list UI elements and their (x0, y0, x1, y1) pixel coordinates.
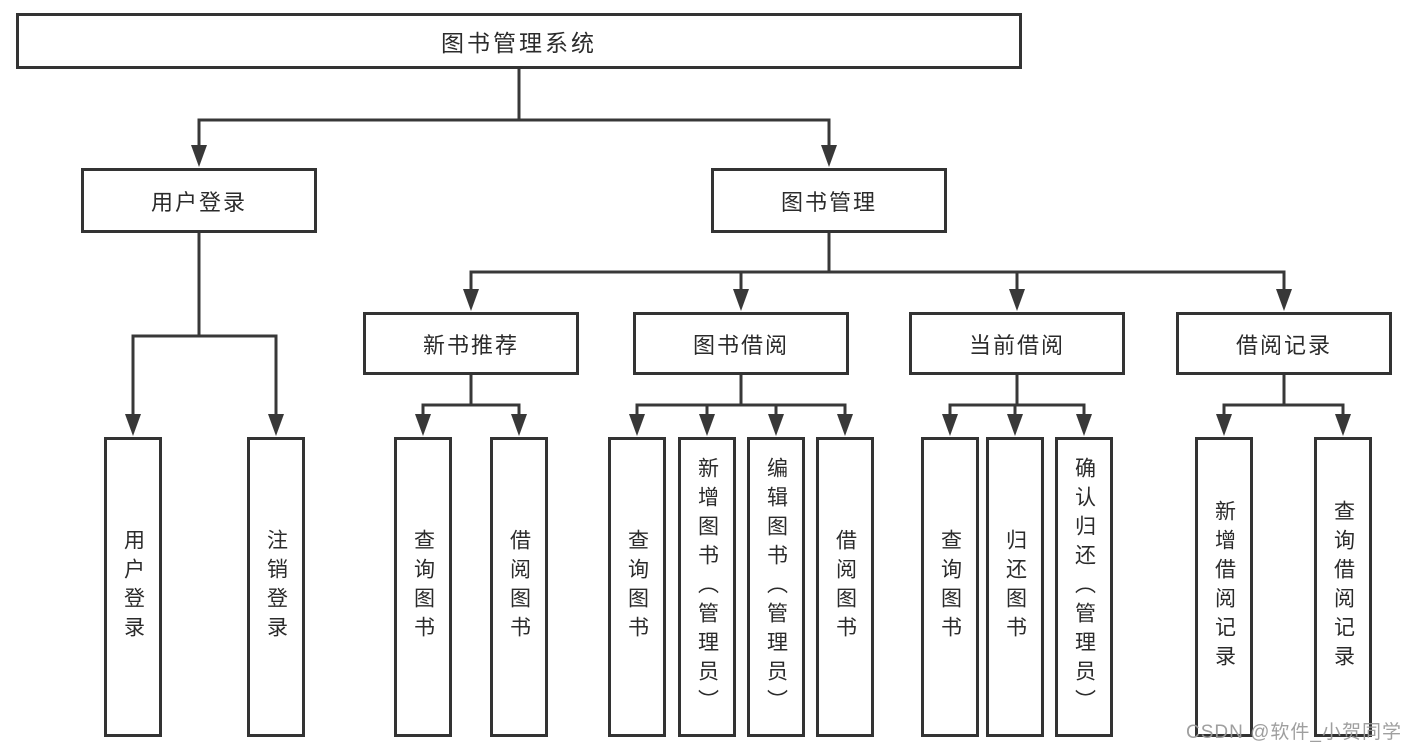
node-leaf-logout-label: 注销登录 (264, 529, 288, 645)
node-leaf-return-book: 归还图书 (986, 437, 1044, 737)
node-leaf-borrow-books-recommend-label: 借阅图书 (507, 529, 531, 645)
node-leaf-logout: 注销登录 (247, 437, 305, 737)
node-leaf-borrow-books-borrowing: 借阅图书 (816, 437, 874, 737)
node-leaf-query-books-current-label: 查询图书 (938, 529, 962, 645)
node-leaf-query-books-recommend-label: 查询图书 (411, 529, 435, 645)
node-leaf-borrow-books-recommend: 借阅图书 (490, 437, 548, 737)
node-leaf-query-books-borrowing: 查询图书 (608, 437, 666, 737)
arrowheads (125, 145, 1351, 436)
node-new-book-recommendation-label: 新书推荐 (422, 332, 519, 358)
node-leaf-query-books-recommend: 查询图书 (394, 437, 452, 737)
node-book-borrowing-label: 图书借阅 (692, 332, 789, 358)
node-leaf-add-book-admin: 新增图书（管理员） (678, 437, 736, 737)
node-current-borrowing-label: 当前借阅 (968, 332, 1065, 358)
node-leaf-add-borrow-record: 新增借阅记录 (1195, 437, 1253, 737)
node-leaf-confirm-return-admin-label: 确认归还（管理员） (1072, 456, 1096, 718)
node-leaf-add-borrow-record-label: 新增借阅记录 (1212, 500, 1236, 674)
node-current-borrowing: 当前借阅 (909, 312, 1125, 375)
node-leaf-return-book-label: 归还图书 (1003, 529, 1027, 645)
node-leaf-query-books-borrowing-label: 查询图书 (625, 529, 649, 645)
node-leaf-confirm-return-admin: 确认归还（管理员） (1055, 437, 1113, 737)
node-new-book-recommendation: 新书推荐 (363, 312, 579, 375)
node-book-management-label: 图书管理 (780, 189, 877, 215)
node-book-management: 图书管理 (711, 168, 947, 233)
node-user-login-label: 用户登录 (150, 189, 247, 215)
node-leaf-query-borrow-record: 查询借阅记录 (1314, 437, 1372, 737)
node-leaf-query-books-current: 查询图书 (921, 437, 979, 737)
node-leaf-user-login: 用户登录 (104, 437, 162, 737)
node-leaf-edit-book-admin: 编辑图书（管理员） (747, 437, 805, 737)
node-root: 图书管理系统 (16, 13, 1022, 69)
node-user-login: 用户登录 (81, 168, 317, 233)
node-leaf-user-login-label: 用户登录 (121, 529, 145, 645)
node-book-borrowing: 图书借阅 (633, 312, 849, 375)
node-leaf-borrow-books-borrowing-label: 借阅图书 (833, 529, 857, 645)
csdn-watermark: CSDN @软件_小贺同学 (1186, 722, 1402, 743)
node-leaf-edit-book-admin-label: 编辑图书（管理员） (764, 456, 788, 718)
node-root-label: 图书管理系统 (441, 30, 597, 56)
node-borrowing-records: 借阅记录 (1176, 312, 1392, 375)
node-borrowing-records-label: 借阅记录 (1235, 332, 1332, 358)
node-leaf-add-book-admin-label: 新增图书（管理员） (695, 456, 719, 718)
node-leaf-query-borrow-record-label: 查询借阅记录 (1331, 500, 1355, 674)
